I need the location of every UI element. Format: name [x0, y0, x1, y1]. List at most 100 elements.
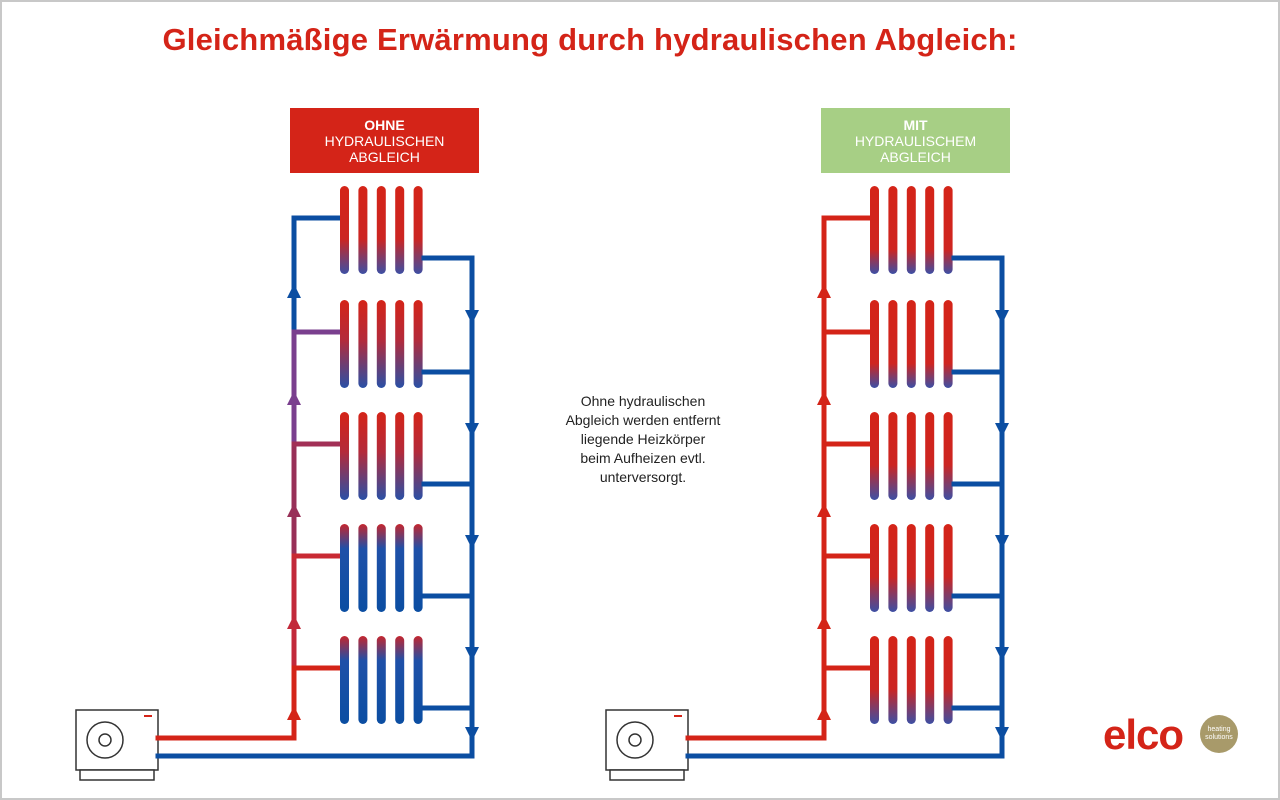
radiator-column — [413, 412, 423, 500]
radiator-column — [376, 524, 386, 612]
radiator-column — [870, 300, 879, 388]
page-title: Gleichmäßige Erwärmung durch hydraulisch… — [162, 22, 1018, 57]
radiator-icon — [870, 524, 953, 612]
radiator-icon — [870, 636, 953, 724]
flow-arrow-icon — [465, 647, 479, 661]
badge-without-balancing: OHNE HYDRAULISCHEN ABGLEICH — [290, 108, 479, 173]
radiator-column — [358, 186, 368, 274]
status-led — [144, 715, 152, 717]
radiator-column — [413, 524, 423, 612]
flow-arrow-icon — [995, 727, 1009, 741]
flow-arrow-icon — [287, 284, 301, 298]
badge-with-balancing: MIT HYDRAULISCHEM ABGLEICH — [821, 108, 1010, 173]
radiator-column — [888, 412, 898, 500]
badge-with-line3: ABGLEICH — [880, 148, 951, 165]
radiator-icon — [870, 300, 953, 388]
explanation-note: Ohne hydraulischen Abgleich werden entfe… — [540, 392, 746, 487]
radiator-column — [376, 186, 386, 274]
radiator-column — [340, 300, 349, 388]
flow-arrow-icon — [995, 647, 1009, 661]
radiator-column — [906, 636, 916, 724]
fan-icon — [86, 721, 124, 759]
radiator-column — [925, 524, 935, 612]
radiator-column — [925, 412, 935, 500]
radiator-column — [870, 412, 879, 500]
status-led — [674, 715, 682, 717]
flow-arrow-icon — [995, 535, 1009, 549]
radiator-column — [376, 412, 386, 500]
badge-with-line2: HYDRAULISCHEM — [854, 132, 977, 149]
radiator-icon — [340, 412, 423, 500]
radiator-column — [358, 412, 368, 500]
radiator-column — [395, 300, 405, 388]
flow-arrow-icon — [465, 423, 479, 437]
logo-badge-line2: solutions — [1205, 734, 1233, 741]
radiator-column — [888, 524, 898, 612]
flow-arrow-icon — [995, 310, 1009, 324]
radiator-column — [906, 186, 916, 274]
radiator-column — [376, 636, 386, 724]
system-without-balancing — [75, 186, 479, 781]
elco-logo: elco heating solutions — [1103, 711, 1243, 760]
flow-arrow-icon — [817, 706, 831, 720]
note-line: liegende Heizkörper — [580, 431, 706, 447]
radiator-column — [906, 412, 916, 500]
heat-pump-base — [79, 769, 155, 781]
logo-wordmark: elco — [1103, 711, 1184, 758]
note-line: unterversorgt. — [599, 469, 687, 485]
fan-icon — [616, 721, 654, 759]
flow-arrow-icon — [465, 535, 479, 549]
radiator-column — [358, 636, 368, 724]
flow-arrow-icon — [817, 615, 831, 629]
radiator-column — [870, 186, 879, 274]
radiator-column — [943, 300, 953, 388]
radiator-column — [888, 636, 898, 724]
radiator-column — [340, 636, 349, 724]
flow-arrow-icon — [287, 503, 301, 517]
radiator-column — [340, 186, 349, 274]
radiator-icon — [340, 186, 423, 274]
flow-arrow-icon — [995, 423, 1009, 437]
flow-arrow-icon — [817, 503, 831, 517]
badge-without-word: OHNE — [364, 116, 405, 133]
flow-arrow-icon — [465, 310, 479, 324]
radiator-column — [395, 412, 405, 500]
logo-badge-line1: heating — [1207, 726, 1231, 733]
radiator-column — [888, 300, 898, 388]
flow-arrow-icon — [287, 706, 301, 720]
radiator-column — [395, 636, 405, 724]
flow-arrow-icon — [287, 615, 301, 629]
note-line: beim Aufheizen evtl. — [580, 450, 706, 466]
radiator-column — [340, 412, 349, 500]
logo-badge-icon: heating solutions — [1200, 715, 1238, 753]
radiator-column — [413, 300, 423, 388]
heat-pump-icon — [75, 709, 159, 781]
system-with-balancing — [605, 186, 1009, 781]
radiator-icon — [340, 300, 423, 388]
note-line: Abgleich werden entfernt — [565, 412, 721, 428]
fan-hub — [628, 733, 642, 747]
radiator-column — [906, 300, 916, 388]
radiator-column — [943, 524, 953, 612]
note-line: Ohne hydraulischen — [580, 393, 706, 409]
radiator-column — [376, 300, 386, 388]
radiator-column — [358, 524, 368, 612]
flow-arrow-icon — [465, 727, 479, 741]
heat-pump-icon — [605, 709, 689, 781]
radiator-column — [395, 186, 405, 274]
badge-without-line2: HYDRAULISCHEN — [324, 132, 445, 149]
radiator-icon — [340, 524, 423, 612]
radiator-column — [413, 186, 423, 274]
radiator-column — [888, 186, 898, 274]
heat-pump-base — [609, 769, 685, 781]
badge-with-word: MIT — [903, 116, 928, 133]
radiator-column — [870, 636, 879, 724]
heat-pump-body — [75, 709, 159, 771]
radiator-icon — [870, 186, 953, 274]
radiator-column — [340, 524, 349, 612]
flow-arrow-icon — [817, 391, 831, 405]
badge-without-line3: ABGLEICH — [349, 148, 420, 165]
fan-hub — [98, 733, 112, 747]
radiator-column — [943, 186, 953, 274]
